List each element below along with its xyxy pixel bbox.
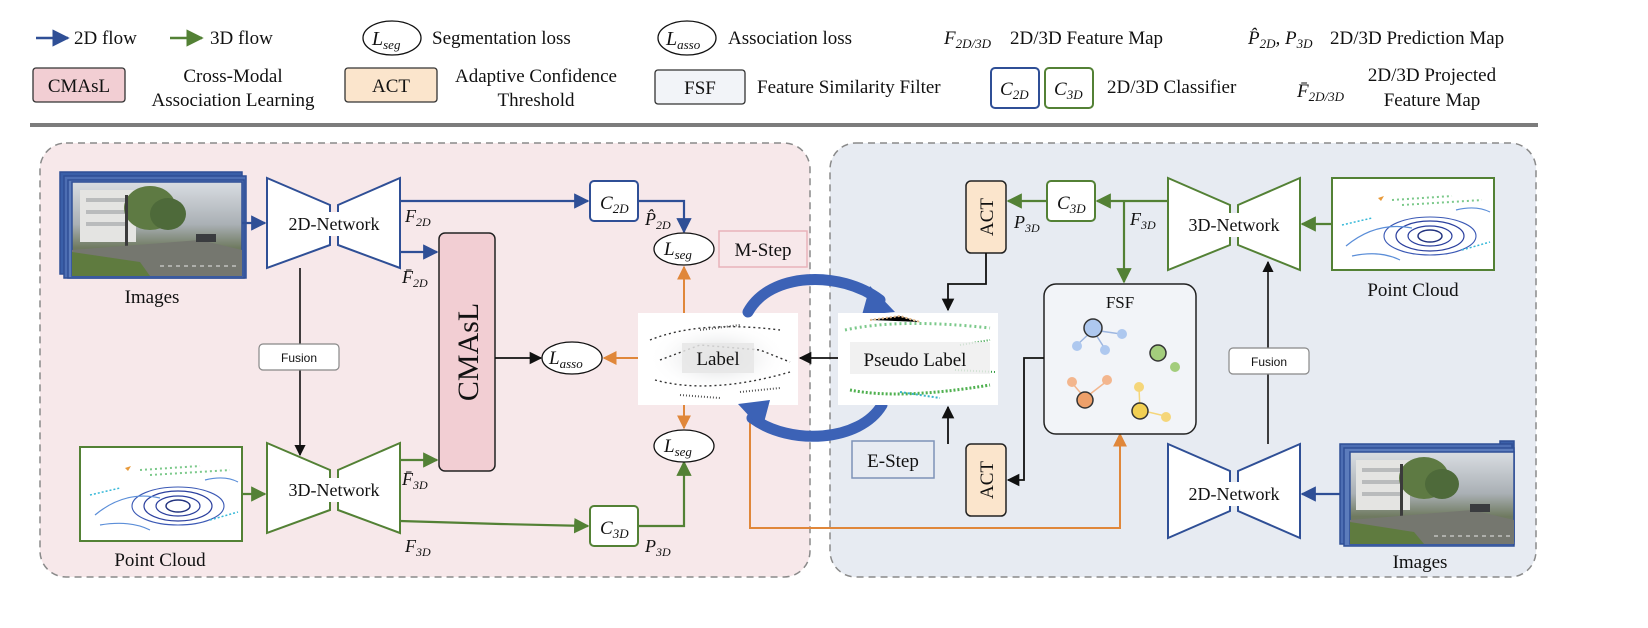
left-3d-network-label: 3D-Network	[289, 480, 380, 500]
right-act-bottom-label: ACT	[977, 461, 998, 499]
legend-cmasl-desc-2: Association Learning	[151, 90, 315, 111]
left-lasso	[541, 341, 603, 375]
m-step-box	[718, 230, 808, 268]
e-step-box	[851, 440, 935, 479]
legend-projected-symbol: F̄2D/3D	[1296, 81, 1345, 104]
legend-act-box	[344, 67, 438, 103]
legend-c2d-box	[990, 67, 1040, 109]
legend-cmasl-box	[32, 67, 126, 103]
fsf-module-label: FSF	[1106, 293, 1134, 312]
left-lasso-symbol: Lasso	[548, 348, 583, 371]
arrow-label-to-fsf	[749, 405, 1127, 529]
label-image-text: Label	[696, 349, 739, 370]
arrow-3dnet-to-c3d	[399, 517, 590, 534]
left-lseg-bottom	[653, 429, 715, 463]
left-images-label: Images	[125, 287, 180, 308]
left-lseg-top	[653, 232, 715, 266]
pseudo-label-text: Pseudo Label	[864, 350, 967, 371]
legend-cmasl-box-text: CMAsL	[48, 76, 110, 97]
left-fusion-box	[258, 343, 340, 371]
left-2d-network-label: 2D-Network	[289, 214, 380, 234]
legend-act-desc-1: Adaptive Confidence	[455, 66, 617, 87]
m-step-label: M-Step	[735, 240, 792, 261]
left-street-image	[71, 181, 243, 277]
arrow-c2d-to-lseg	[638, 199, 692, 234]
legend-classifier-label: 2D/3D Classifier	[1107, 77, 1237, 98]
legend-seg-loss-symbol: Lseg	[371, 28, 401, 52]
legend-projected-desc-2: Feature Map	[1384, 90, 1481, 111]
legend-c3d-box	[1044, 67, 1094, 109]
legend-act-box-text: ACT	[372, 76, 410, 97]
legend: 2D flow 3D flow Lseg Segmentation loss L…	[32, 20, 1504, 111]
left-images-stack	[59, 171, 247, 279]
arrow-fsf-to-act-bottom	[1006, 357, 1044, 487]
legend-fsf-desc: Feature Similarity Filter	[757, 77, 941, 98]
legend-2d-flow-label: 2D flow	[74, 28, 137, 49]
right-act-bottom	[965, 443, 1007, 517]
left-lseg-top-symbol: Lseg	[663, 239, 692, 262]
left-point-cloud-label: Point Cloud	[114, 550, 206, 571]
label-image	[638, 313, 798, 405]
legend-asso-loss-symbol: Lasso	[665, 28, 701, 52]
legend-divider	[30, 123, 1538, 127]
legend-fsf-box	[654, 69, 746, 105]
right-point-cloud-label: Point Cloud	[1367, 280, 1459, 301]
e-step-label: E-Step	[867, 451, 919, 472]
legend-prediction-map-label: 2D/3D Prediction Map	[1330, 28, 1504, 49]
legend-prediction-map-symbol: P̂2D, P3D	[1247, 28, 1313, 51]
legend-cmasl-desc-1: Cross-Modal	[183, 66, 282, 87]
right-fusion-box	[1228, 347, 1310, 375]
right-images-stack	[1339, 440, 1515, 547]
legend-act-desc-2: Threshold	[497, 90, 575, 111]
legend-fsf-box-text: FSF	[684, 78, 716, 99]
legend-c2d-symbol: C2D	[1000, 79, 1029, 102]
cycle-arrow-bottom	[746, 399, 888, 442]
left-point-cloud	[79, 446, 243, 542]
right-street-image	[1349, 451, 1515, 545]
left-fusion-label: Fusion	[281, 351, 317, 365]
right-act-top-label: ACT	[977, 198, 998, 236]
legend-c3d-symbol: C3D	[1054, 79, 1083, 102]
right-3d-network-label: 3D-Network	[1189, 215, 1280, 235]
legend-projected-desc-1: 2D/3D Projected	[1368, 65, 1497, 86]
legend-asso-loss-ellipse	[657, 20, 717, 56]
fsf-cluster-graphic	[1067, 318, 1180, 422]
legend-3d-flow-label: 3D flow	[210, 28, 273, 49]
right-fusion-label: Fusion	[1251, 355, 1287, 369]
cmasl-module	[438, 232, 496, 472]
cmasl-module-label: CMAsL	[452, 303, 485, 401]
legend-seg-loss-label: Segmentation loss	[432, 28, 571, 49]
cycle-arrow-top	[742, 274, 886, 318]
arrow-act-top-to-pseudo	[941, 253, 987, 312]
pseudo-label-image	[838, 313, 998, 405]
legend-asso-loss-label: Association loss	[728, 28, 852, 49]
arrow-c3d-to-lseg	[638, 460, 692, 528]
right-images-label: Images	[1393, 552, 1448, 573]
legend-feature-map-label: 2D/3D Feature Map	[1010, 28, 1163, 49]
right-point-cloud	[1331, 177, 1495, 271]
legend-seg-loss-ellipse	[362, 20, 422, 56]
right-2d-network-label: 2D-Network	[1189, 484, 1280, 504]
legend-feature-map-symbol: F2D/3D	[943, 28, 992, 51]
